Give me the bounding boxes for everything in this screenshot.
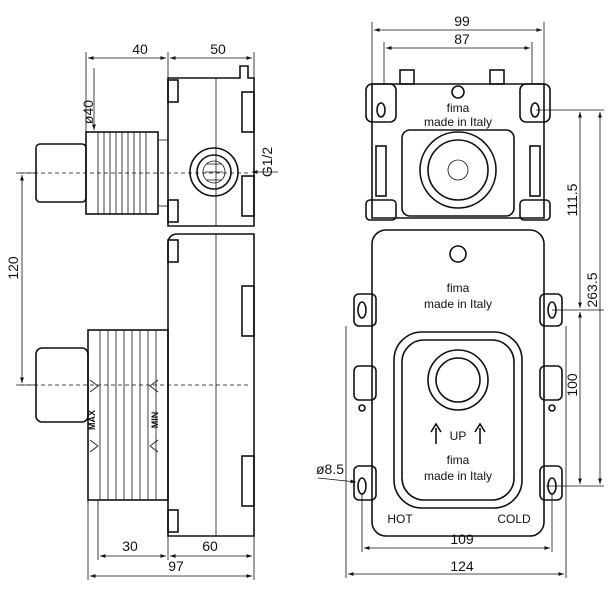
dim-top-left-width: 40 bbox=[132, 41, 148, 57]
dim-hole-diameter: ø8.5 bbox=[316, 461, 344, 477]
lower-brand: fima bbox=[447, 281, 470, 295]
dim-upper-height: 111.5 bbox=[564, 183, 580, 216]
cold-label: COLD bbox=[497, 512, 531, 526]
dim-lower-inner-width: 109 bbox=[450, 531, 474, 547]
dim-thread: G1/2 bbox=[259, 147, 275, 178]
min-label: MIN bbox=[150, 412, 160, 429]
dim-overall-height: 263.5 bbox=[584, 272, 600, 307]
dim-outlet-diameter: ø40 bbox=[80, 100, 96, 124]
max-label: MAX bbox=[87, 410, 97, 430]
dim-overall-depth: 97 bbox=[168, 558, 184, 574]
dim-bottom-left-width: 30 bbox=[122, 538, 138, 554]
dim-lower-spacing: 100 bbox=[564, 373, 580, 397]
dim-bottom-right-width: 60 bbox=[202, 538, 218, 554]
upper-origin: made in Italy bbox=[424, 115, 492, 129]
cutout-origin: made in Italy bbox=[424, 469, 492, 483]
lower-origin: made in Italy bbox=[424, 297, 492, 311]
dim-top-outer-width: 99 bbox=[454, 13, 470, 29]
hot-label: HOT bbox=[387, 512, 413, 526]
front-view: fima made in Italy fima made in Italy UP… bbox=[316, 13, 604, 578]
cutout-brand: fima bbox=[447, 453, 470, 467]
upper-brand: fima bbox=[447, 101, 470, 115]
dim-vertical-spacing: 120 bbox=[5, 256, 21, 280]
side-view: MAX MIN 40 50 ø40 G1/2 120 30 60 97 bbox=[5, 41, 278, 580]
lower-fins bbox=[99, 330, 157, 500]
up-label: UP bbox=[450, 429, 467, 443]
dim-top-right-width: 50 bbox=[210, 41, 226, 57]
dim-top-inner-width: 87 bbox=[454, 31, 470, 47]
dim-overall-width: 124 bbox=[450, 558, 474, 574]
